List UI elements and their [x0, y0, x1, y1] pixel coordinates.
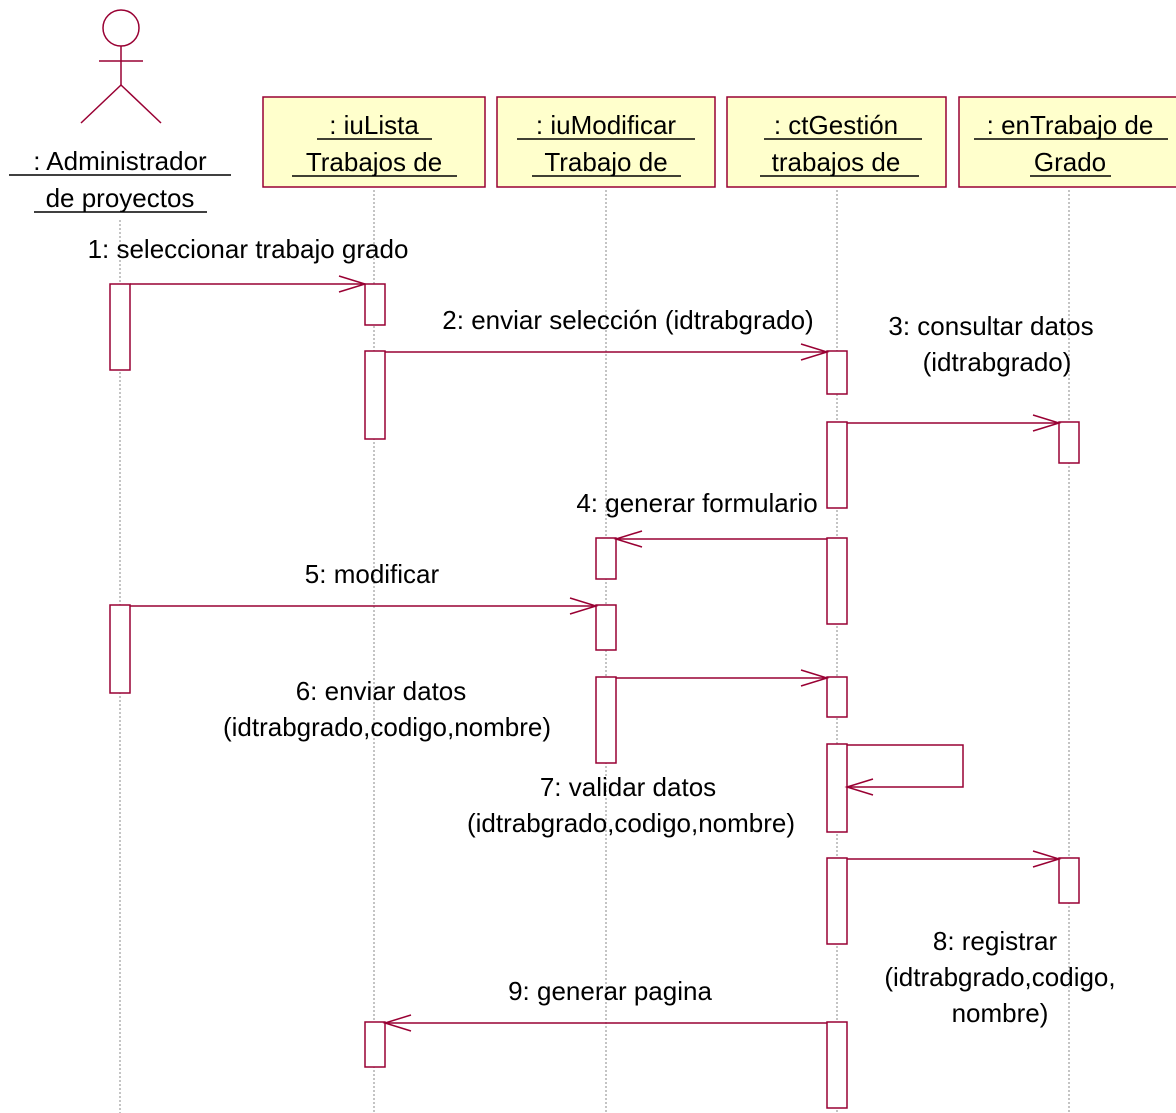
message-label-line2: (idtrabgrado,codigo,nombre) [467, 808, 795, 838]
message-label: 6: enviar datos [296, 676, 467, 706]
message-label: 9: generar pagina [508, 976, 712, 1006]
message-arrowhead [613, 530, 643, 548]
message-arrowhead [338, 275, 368, 293]
message-arrowhead [569, 597, 599, 615]
actor-head [102, 9, 140, 47]
activation-administrador [109, 283, 131, 371]
activation-ctgestion [826, 743, 848, 833]
message-7: 7: validar datos (idtrabgrado,codigo,nom… [467, 744, 964, 838]
activation-ctgestion [826, 350, 848, 395]
message-arrowhead [1032, 414, 1062, 432]
object-iulista: : iuLista Trabajos de [262, 96, 486, 188]
object-iumodificar: : iuModificar Trabajo de [496, 96, 716, 188]
object-name-line2: Grado [1034, 147, 1106, 177]
object-name-line2: Trabajos de [306, 147, 442, 177]
actor-right-leg [120, 84, 162, 124]
actor-figure [80, 9, 162, 124]
message-4: 4: generar formulario [576, 488, 827, 548]
object-ctgestion: : ctGestión trabajos de [726, 96, 947, 188]
object-name-line1: : iuLista [329, 110, 419, 140]
activation-iumodificar [595, 604, 617, 651]
message-2: 2: enviar selección (idtrabgrado) [385, 305, 830, 361]
message-label-line2: (idtrabgrado,codigo, [884, 962, 1115, 992]
actor-name-line2: de proyectos [46, 183, 195, 213]
message-label: 8: registrar [933, 926, 1058, 956]
object-box [726, 96, 947, 188]
message-label: 5: modificar [305, 559, 440, 589]
message-label: 1: seleccionar trabajo grado [88, 234, 409, 264]
message-arrowhead [382, 1014, 412, 1032]
activation-ctgestion [826, 537, 848, 625]
activation-ctgestion [826, 857, 848, 945]
activation-iulista [364, 283, 386, 326]
message-3: 3: consultar datos (idtrabgrado) [847, 311, 1094, 432]
activation-ctgestion [826, 676, 848, 718]
object-name-line1: : ctGestión [774, 110, 898, 140]
message-8: 8: registrar (idtrabgrado,codigo, nombre… [847, 850, 1116, 1028]
activation-ctgestion [826, 421, 848, 509]
message-arrowhead [800, 343, 830, 361]
activation-iumodificar [595, 676, 617, 764]
object-name-line1: : iuModificar [536, 110, 676, 140]
message-label-line3: nombre) [952, 998, 1049, 1028]
object-name-line2: trabajos de [772, 147, 901, 177]
message-arrow-line [847, 744, 964, 788]
actor-name-line1: : Administrador [33, 146, 207, 176]
message-arrowhead [844, 778, 874, 796]
activation-ctgestion [826, 1021, 848, 1109]
activation-entrabajo [1058, 421, 1080, 464]
activation-iumodificar [595, 537, 617, 580]
activation-iulista [364, 1021, 386, 1068]
message-label-line2: (idtrabgrado) [923, 347, 1072, 377]
object-entrabajo: : enTrabajo de Grado [958, 96, 1176, 188]
message-label-line2: (idtrabgrado,codigo,nombre) [223, 712, 551, 742]
actor-left-leg [80, 84, 122, 124]
object-box [496, 96, 716, 188]
object-name-line1: : enTrabajo de [987, 110, 1154, 140]
message-6: 6: enviar datos (idtrabgrado,codigo,nomb… [223, 669, 830, 742]
activation-administrador [109, 604, 131, 694]
message-label: 7: validar datos [540, 772, 716, 802]
activation-iulista [364, 350, 386, 440]
message-5: 5: modificar [130, 559, 599, 615]
message-1: 1: seleccionar trabajo grado [88, 234, 409, 293]
message-arrowhead [800, 669, 830, 687]
object-box [958, 96, 1176, 188]
message-label: 2: enviar selección (idtrabgrado) [442, 305, 813, 335]
object-name-line2: Trabajo de [544, 147, 667, 177]
object-box [262, 96, 486, 188]
message-arrowhead [1032, 850, 1062, 868]
activation-entrabajo [1058, 857, 1080, 904]
message-label: 4: generar formulario [576, 488, 817, 518]
message-label: 3: consultar datos [888, 311, 1093, 341]
message-9: 9: generar pagina [382, 976, 827, 1032]
